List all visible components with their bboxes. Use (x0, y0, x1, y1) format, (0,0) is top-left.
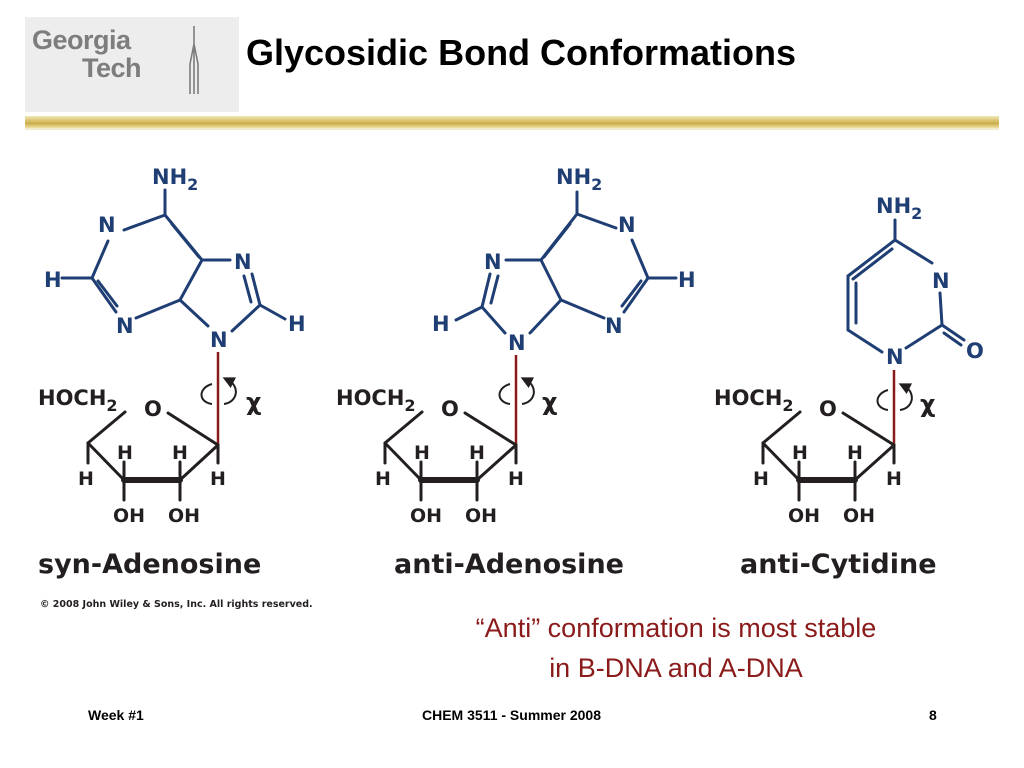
anti-ade-n7: N (484, 250, 502, 274)
syn-ade-n1: N (98, 213, 116, 237)
syn-adenosine-label: syn-Adenosine (38, 549, 262, 580)
syn-ade-oh1: OH (113, 505, 145, 527)
syn-ade-n9: N (210, 328, 228, 352)
cyt-oh2: OH (843, 505, 875, 527)
anti-cytidine-label: anti-Cytidine (740, 549, 937, 580)
syn-ade-hoch2: HOCH2 (38, 386, 118, 415)
anti-ade-h-left: H (375, 468, 391, 490)
logo-text-line1: Georgia (32, 25, 131, 55)
logo-tower-icon (189, 26, 199, 94)
anti-ade-h2: H (678, 268, 696, 292)
note-line-1: “Anti” conformation is most stable (475, 613, 877, 643)
georgia-tech-logo (25, 17, 239, 112)
title-divider-shadow (25, 128, 999, 130)
syn-ade-h2: H (44, 268, 62, 292)
cyt-o2: O (966, 339, 984, 363)
cyt-nh2: NH2 (876, 194, 922, 223)
anti-ade-h-right: H (508, 468, 524, 490)
cyt-chi: χ (920, 390, 935, 418)
cyt-h-right: H (886, 468, 902, 490)
anti-ade-nh2: NH2 (556, 165, 602, 194)
title-divider (25, 116, 999, 128)
footer-week: Week #1 (88, 707, 144, 723)
anti-cytidine-structure: NH2 N N O χ HOCH2 O H H H H OH OH (714, 194, 984, 527)
syn-ade-rotation-arrow (200, 380, 237, 405)
anti-ade-n1: N (618, 213, 636, 237)
conformation-note: “Anti” conformation is most stable in B-… (366, 608, 986, 688)
anti-adenosine-label: anti-Adenosine (394, 549, 624, 580)
footer-page-number: 8 (929, 707, 937, 723)
syn-ade-oh2: OH (168, 505, 200, 527)
cyt-rotation-arrow (876, 386, 913, 411)
syn-ade-ring-o: O (144, 397, 162, 421)
structures-figure: NH2 N N N N H H χ HOCH2 O H H H H OH OH (38, 165, 984, 527)
anti-ade-oh1: OH (410, 505, 442, 527)
anti-ade-h-2a: H (414, 442, 430, 464)
anti-ade-h8: H (432, 312, 450, 336)
syn-ade-n3: N (116, 314, 134, 338)
anti-ade-chi: χ (542, 388, 557, 416)
cyt-h-left: H (753, 468, 769, 490)
anti-ade-ring-o: O (441, 397, 459, 421)
cyt-hoch2: HOCH2 (714, 386, 794, 415)
syn-ade-h-right: H (210, 468, 226, 490)
anti-ade-oh2: OH (465, 505, 497, 527)
anti-ade-n3: N (605, 314, 623, 338)
cyt-h-3a: H (847, 442, 863, 464)
anti-ade-h-3a: H (469, 442, 485, 464)
syn-ade-h-left: H (78, 468, 94, 490)
anti-ade-n9: N (508, 331, 526, 355)
cyt-oh1: OH (788, 505, 820, 527)
logo-text-line2: Tech (82, 53, 142, 83)
syn-adenosine-structure: NH2 N N N N H H χ HOCH2 O H H H H OH OH (38, 165, 306, 527)
footer-course: CHEM 3511 - Summer 2008 (422, 707, 601, 723)
anti-adenosine-structure: NH2 N N N N H H χ HOCH2 O H H H H OH OH (336, 165, 696, 527)
syn-ade-h8: H (288, 312, 306, 336)
cyt-h-2a: H (792, 442, 808, 464)
note-line-2: in B-DNA and A-DNA (549, 653, 803, 683)
cyt-ring-o: O (819, 397, 837, 421)
copyright-notice: © 2008 John Wiley & Sons, Inc. All right… (40, 599, 313, 610)
syn-ade-nh2: NH2 (152, 165, 198, 194)
syn-ade-h-3a: H (172, 442, 188, 464)
cyt-n1: N (886, 345, 904, 369)
anti-ade-rotation-arrow (498, 380, 535, 405)
cyt-n3: N (932, 269, 950, 293)
syn-ade-chi: χ (246, 388, 261, 416)
anti-ade-hoch2: HOCH2 (336, 386, 416, 415)
syn-ade-n7: N (234, 250, 252, 274)
syn-ade-h-2a: H (117, 442, 133, 464)
slide-title: Glycosidic Bond Conformations (246, 32, 797, 73)
